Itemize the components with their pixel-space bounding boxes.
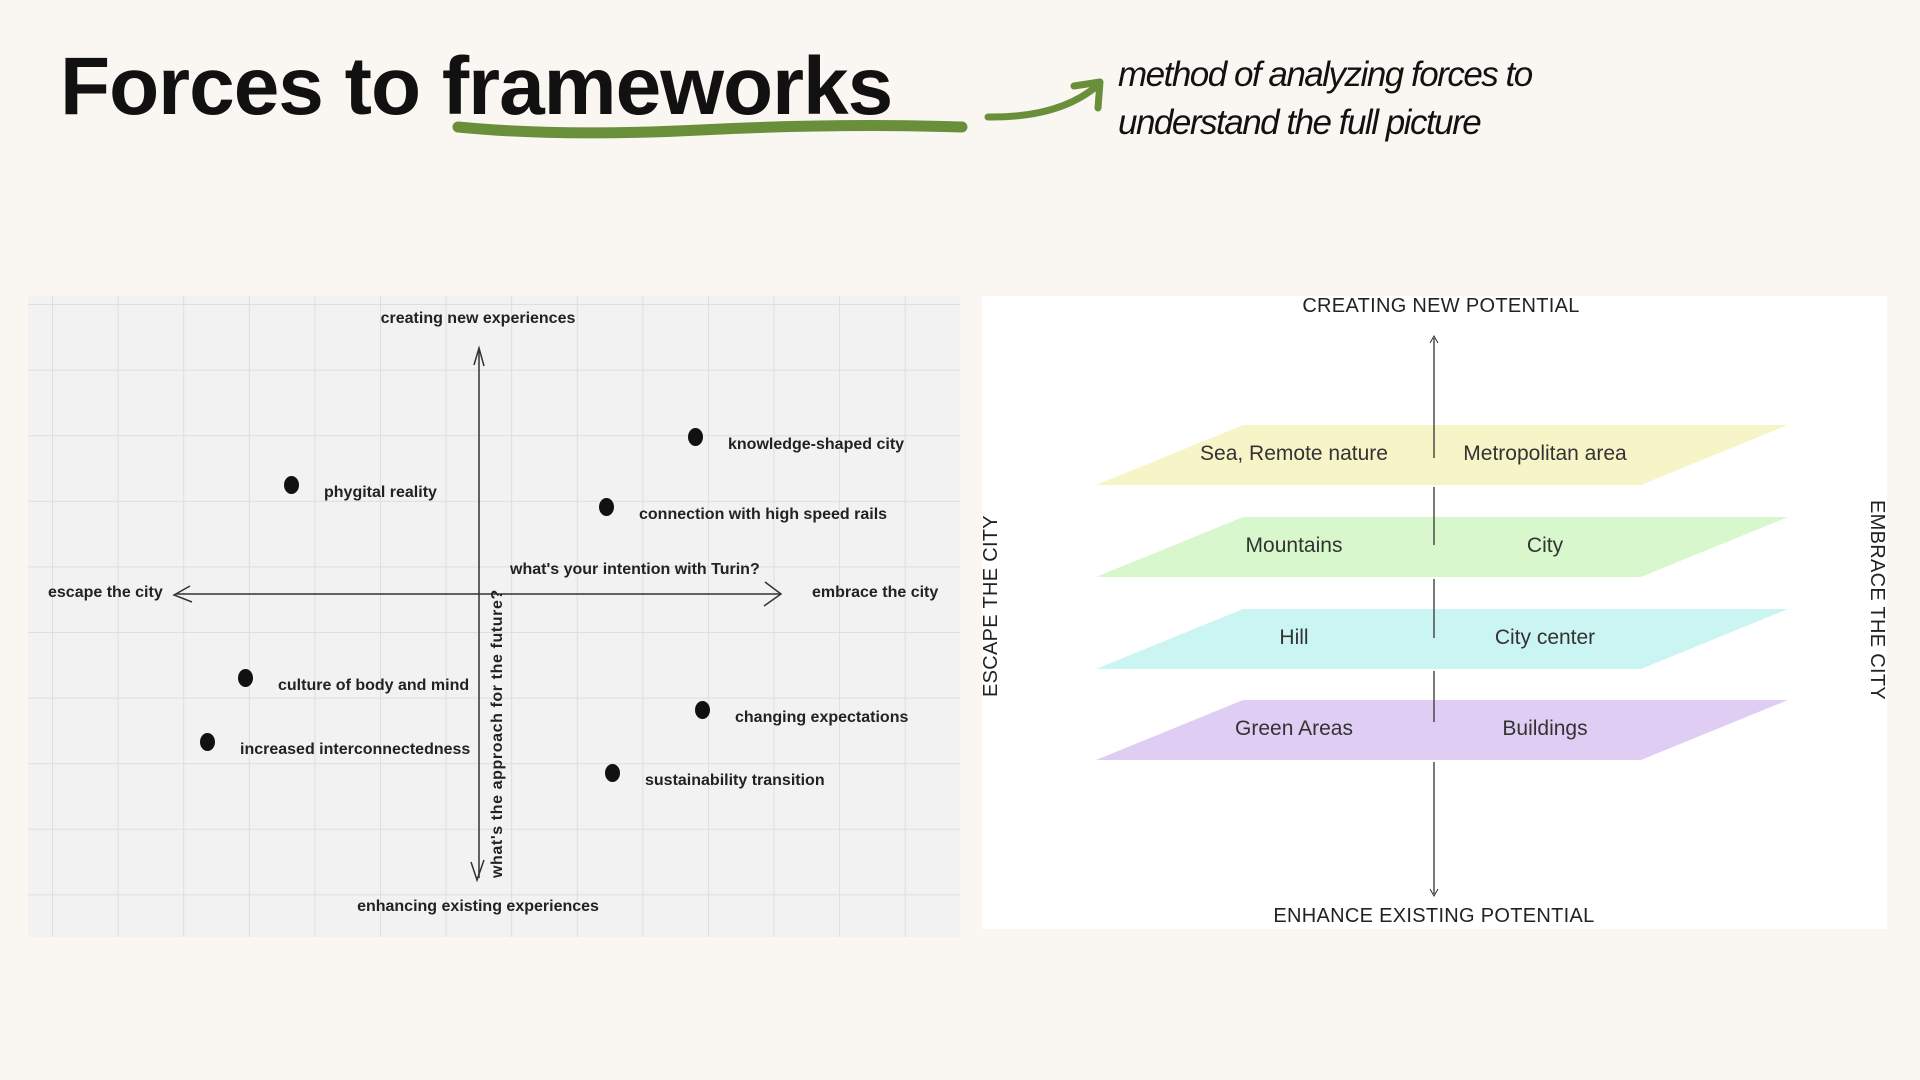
layer-label-left: Sea, Remote nature	[1200, 442, 1388, 465]
data-point-label: increased interconnectedness	[240, 741, 471, 758]
layer-label-right: Metropolitan area	[1463, 442, 1627, 465]
arrow-icon	[984, 78, 1104, 121]
layers-top-label: CREATING NEW POTENTIAL	[1302, 295, 1580, 317]
arrowhead-icon	[1429, 334, 1439, 344]
underline-and-arrow	[452, 78, 1104, 139]
layers-left-label: ESCAPE THE CITY	[980, 515, 1002, 697]
layers-right-label: EMBRACE THE CITY	[1866, 500, 1888, 701]
layer-label-left: Hill	[1279, 626, 1309, 649]
x-question: what's your intention with Turin?	[510, 561, 760, 578]
layer-band	[1096, 517, 1788, 577]
layer-band	[1096, 425, 1788, 485]
axis-top-label: creating new experiences	[380, 310, 576, 327]
data-point-label: culture of body and mind	[278, 677, 470, 694]
data-point-label: connection with high speed rails	[639, 506, 888, 523]
layer-label-right: City	[1526, 534, 1564, 557]
forces-matrix	[28, 296, 960, 937]
underline-stroke	[452, 120, 968, 139]
layer-label-left: Mountains	[1245, 534, 1343, 557]
layer-label-right: City center	[1494, 626, 1596, 649]
data-point	[284, 476, 299, 494]
data-point	[605, 764, 620, 782]
layers-bottom-label: ENHANCE EXISTING POTENTIAL	[1273, 905, 1595, 927]
data-point-label: sustainability transition	[645, 772, 825, 789]
data-point-label: phygital reality	[324, 484, 437, 501]
page-title: Forces to frameworks	[60, 41, 893, 132]
data-point-label: knowledge-shaped city	[728, 436, 905, 453]
layer-label-left: Green Areas	[1235, 717, 1353, 740]
data-point	[599, 498, 614, 516]
data-point	[695, 701, 710, 719]
layer-band	[1096, 609, 1788, 669]
layer-band	[1096, 700, 1788, 760]
axis-right-label: embrace the city	[812, 584, 939, 601]
data-point	[688, 428, 703, 446]
data-point-label: changing expectations	[735, 709, 909, 726]
subtitle-line-1: method of analyzing forces to	[1118, 55, 1533, 94]
arrowhead-icon	[1429, 888, 1439, 898]
data-point	[238, 669, 253, 687]
axis-left-label: escape the city	[48, 584, 163, 601]
axis-bottom-label: enhancing existing experiences	[357, 898, 599, 915]
layer-label-right: Buildings	[1502, 717, 1588, 740]
data-point	[200, 733, 215, 751]
subtitle-line-2: understand the full picture	[1118, 103, 1482, 142]
